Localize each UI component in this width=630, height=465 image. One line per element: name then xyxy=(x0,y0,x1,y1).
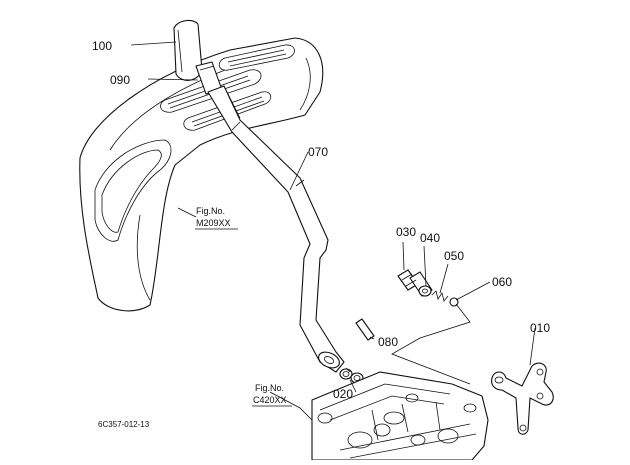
leader-lines xyxy=(130,41,536,421)
shifter-arm xyxy=(491,362,554,435)
drawing-code: 6C357-012-13 xyxy=(98,420,150,429)
transmission-case xyxy=(311,371,489,461)
detent-washer xyxy=(418,285,432,297)
part-label-100: 100 xyxy=(92,39,112,53)
part-label-070: 070 xyxy=(308,145,328,159)
part-label-020: 020 xyxy=(333,387,353,401)
fig-ref-c420xx: Fig.No. C420XX xyxy=(252,383,292,407)
part-label-080: 080 xyxy=(378,335,398,349)
part-label-050: 050 xyxy=(444,249,464,263)
fig-ref-code: C420XX xyxy=(253,395,287,405)
fig-ref-label: Fig.No. xyxy=(255,383,284,393)
fig-ref-label: Fig.No. xyxy=(196,206,225,216)
lever-boss xyxy=(318,351,340,369)
fig-ref-code: M209XX xyxy=(196,218,231,228)
shift-lever xyxy=(207,85,345,373)
part-label-010: 010 xyxy=(530,321,550,335)
part-label-060: 060 xyxy=(492,275,512,289)
part-label-040: 040 xyxy=(420,231,440,245)
fig-ref-m209xx: Fig.No. M209XX xyxy=(195,206,238,230)
assembly-lines xyxy=(345,303,471,385)
detent-spring xyxy=(431,290,449,302)
part-labels: 100 090 070 030 040 050 060 010 080 020 xyxy=(92,39,550,401)
spring-pin xyxy=(355,318,375,341)
part-label-030: 030 xyxy=(396,225,416,239)
part-label-090: 090 xyxy=(110,73,130,87)
